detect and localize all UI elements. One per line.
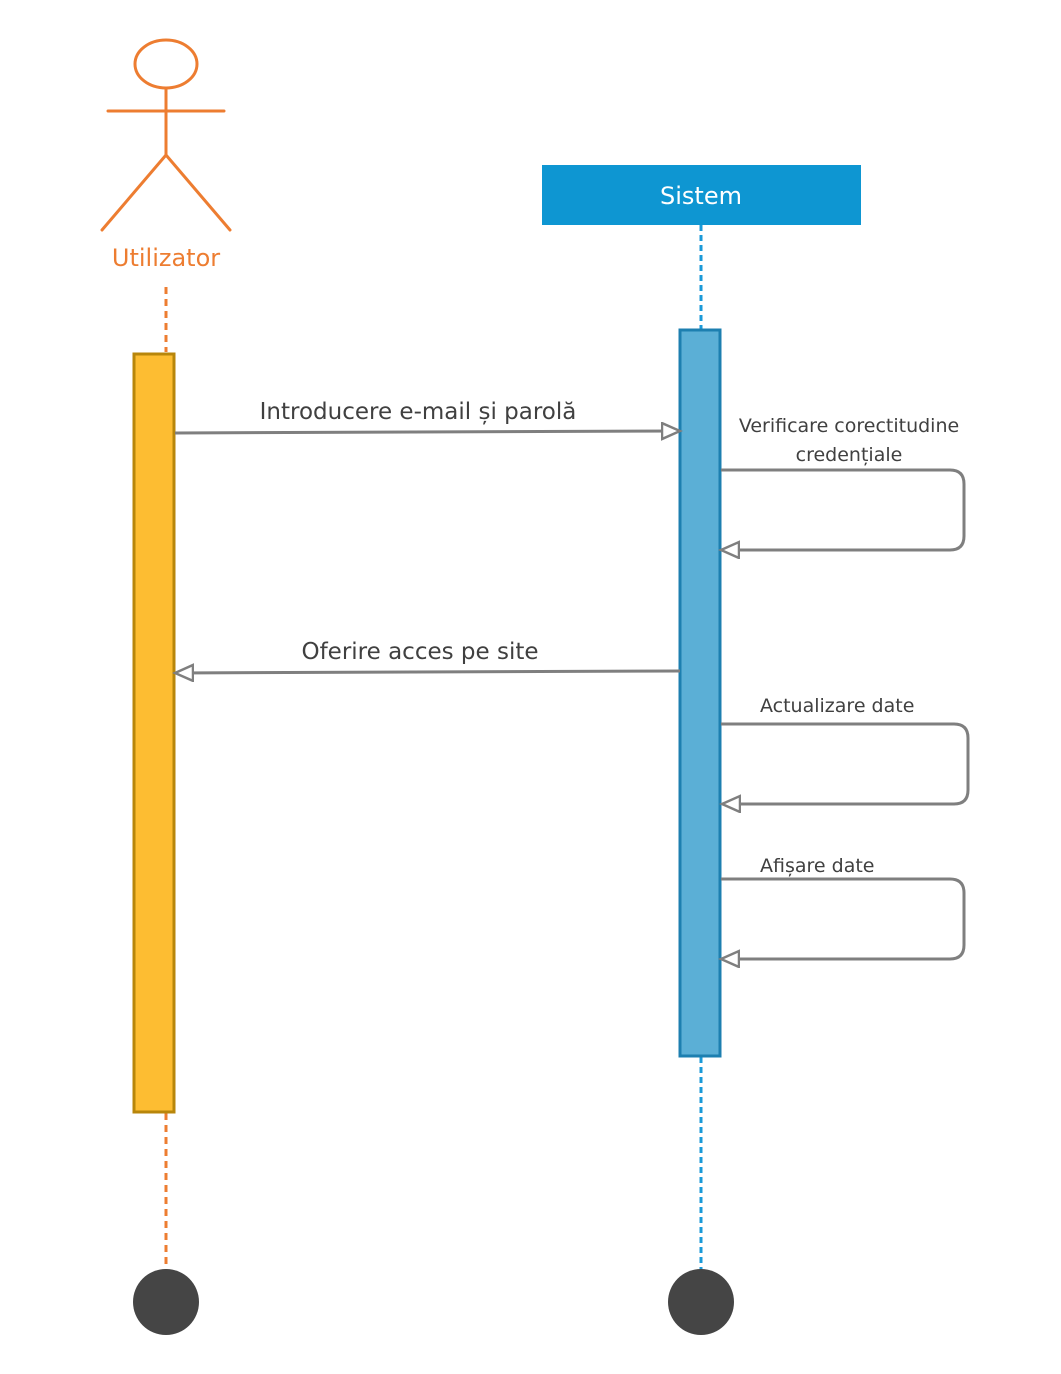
system-lifeline-end-circle <box>668 1269 734 1335</box>
message-arrow-login <box>174 431 680 433</box>
actor-head <box>133 38 199 90</box>
actor-right-leg <box>164 153 232 232</box>
user-activation-bar <box>132 352 176 1114</box>
message-arrow-access <box>175 671 681 673</box>
user-lifeline-end-circle <box>133 1269 199 1335</box>
self-message-label-update: Actualizare date <box>760 695 914 717</box>
self-message-arrow-display <box>721 877 966 959</box>
self-message-arrow-verify <box>721 468 966 550</box>
self-message-arrow-update <box>721 722 970 804</box>
system-header-box <box>542 165 861 225</box>
system-activation-bar <box>678 328 722 1058</box>
message-label-access: Oferire acces pe site <box>301 639 538 665</box>
self-message-label-verify-line2: credențiale <box>796 444 903 466</box>
self-message-label-display: Afișare date <box>760 855 874 877</box>
self-message-label-verify: Verificare corectitudine <box>739 415 959 437</box>
actor-utilizator <box>100 38 232 232</box>
actor-left-leg <box>100 153 168 232</box>
actor-label: Utilizator <box>112 244 220 272</box>
message-label-login: Introducere e-mail și parolă <box>260 399 577 425</box>
system-header-label: Sistem <box>660 182 742 210</box>
